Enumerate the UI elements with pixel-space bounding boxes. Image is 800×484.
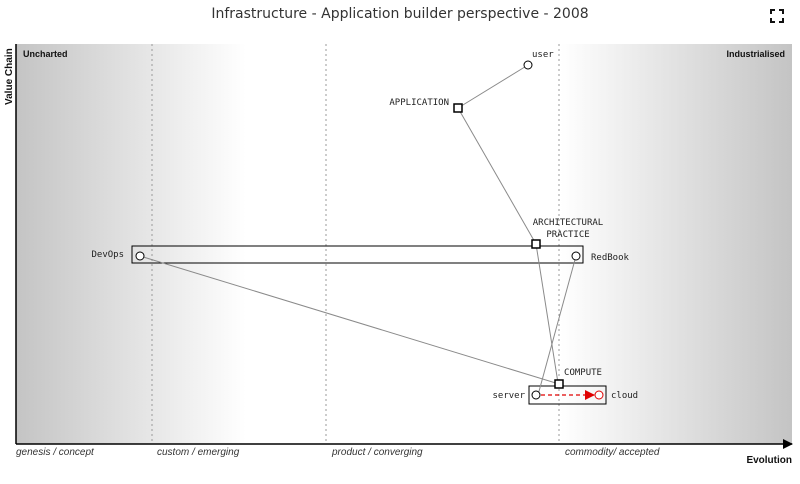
uncharted-label: Uncharted [23, 49, 68, 59]
uncharted-shade [16, 44, 246, 444]
user-label: user [532, 50, 554, 60]
compute-group-box [528, 385, 607, 405]
architectural-practice-label-1: ARCHITECTURAL [533, 218, 603, 228]
industrialised-shade [560, 44, 792, 444]
stage-custom-label: custom / emerging [157, 447, 240, 458]
link-devops-compute [139, 255, 560, 385]
server-label: server [492, 391, 525, 401]
y-axis-label: Value Chain [4, 48, 15, 105]
user-node[interactable] [523, 60, 533, 70]
link-practice-compute [535, 243, 559, 384]
application-node[interactable] [453, 103, 463, 113]
compute-label: COMPUTE [564, 368, 602, 378]
link-user-application [457, 64, 529, 109]
cloud-label: cloud [611, 391, 638, 401]
link-redbook-server [537, 255, 577, 396]
redbook-label: RedBook [591, 253, 630, 263]
architectural-practice-node[interactable] [531, 239, 541, 249]
practice-group-box [131, 245, 584, 264]
stage-product-label: product / converging [331, 447, 423, 458]
map-title: Infrastructure - Application builder per… [211, 6, 589, 22]
compute-node[interactable] [554, 379, 564, 389]
cloud-node[interactable] [594, 390, 604, 400]
devops-node[interactable] [135, 251, 145, 261]
industrialised-label: Industrialised [726, 49, 785, 59]
link-application-practice [457, 107, 537, 245]
server-node[interactable] [531, 390, 541, 400]
redbook-node[interactable] [571, 251, 581, 261]
devops-label: DevOps [91, 250, 124, 260]
expand-icon[interactable] [770, 8, 784, 23]
stage-genesis-label: genesis / concept [16, 447, 95, 458]
architectural-practice-label-2: PRACTICE [546, 230, 589, 240]
application-label: APPLICATION [389, 98, 449, 108]
stage-commodity-label: commodity/ accepted [565, 447, 660, 458]
x-axis-label: Evolution [746, 455, 792, 466]
